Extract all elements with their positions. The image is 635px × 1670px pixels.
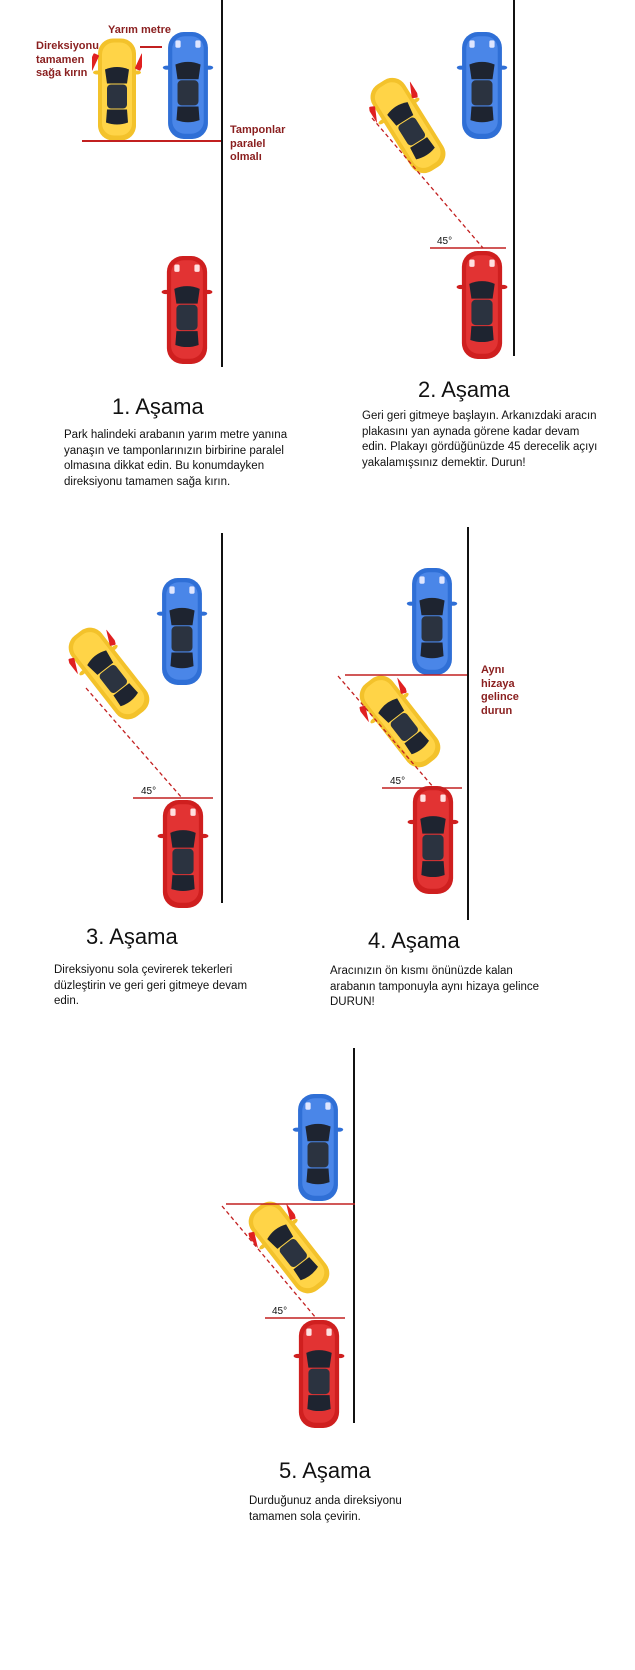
gap-note: Yarım metre xyxy=(108,24,171,36)
angle-label: 45° xyxy=(272,1306,288,1317)
curb-line xyxy=(221,533,223,903)
angle-label: 45° xyxy=(141,786,157,797)
gap-indicator-line xyxy=(140,46,162,48)
step-1-description: Park halindeki arabanın yarım metre yanı… xyxy=(64,429,288,488)
step-3-title: 3. Aşama xyxy=(86,924,178,949)
align-note: Aynı hizaya gelince durun xyxy=(481,664,519,717)
step-2-description: Geri geri gitmeye başlayın. Arkanızdaki … xyxy=(362,410,598,469)
step-3-description: Direksiyonu sola çevirerek tekerleri düz… xyxy=(54,964,248,1007)
step-4-description: Aracınızın ön kısmı önünüzde kalan araba… xyxy=(330,965,540,1008)
curb-line xyxy=(467,527,469,920)
step-2-title: 2. Aşama xyxy=(418,377,510,402)
bumper-note: Tamponlar paralel olmalı xyxy=(230,124,286,163)
guide-lines xyxy=(337,674,467,789)
guide-lines xyxy=(221,1203,355,1319)
step-5-title: 5. Aşama xyxy=(279,1458,371,1483)
angle-label: 45° xyxy=(437,236,453,247)
steering-note: Direksiyonu tamamen sağa kırın xyxy=(36,40,99,79)
bumper-alignment-line xyxy=(82,140,221,142)
guide-lines xyxy=(371,117,506,249)
curb-line xyxy=(353,1048,355,1423)
step-4-title: 4. Aşama xyxy=(368,928,460,953)
step-1-title: 1. Aşama xyxy=(112,394,204,419)
guide-lines xyxy=(85,687,213,799)
angle-label: 45° xyxy=(390,776,406,787)
step-5-description: Durduğunuz anda direksiyonu tamamen sola… xyxy=(249,1495,402,1523)
curb-line xyxy=(513,0,515,356)
curb-line xyxy=(221,0,223,367)
